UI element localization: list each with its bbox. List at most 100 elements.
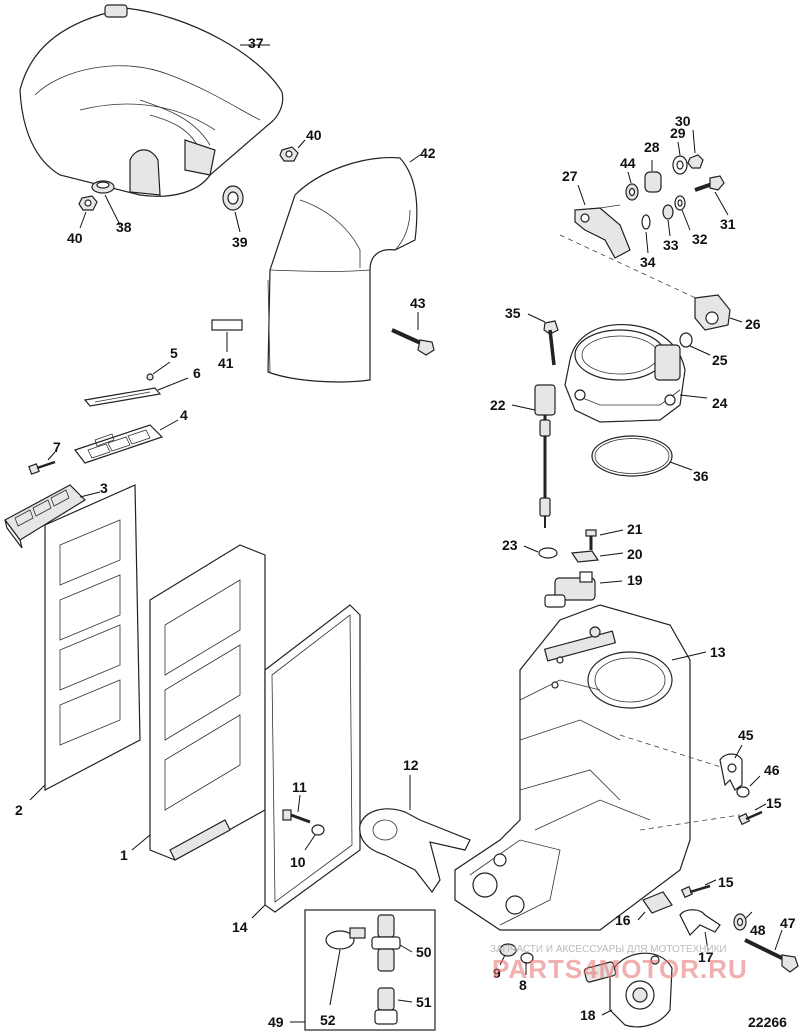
callout-22: 22 — [490, 397, 506, 413]
callout-43: 43 — [410, 295, 426, 311]
callout-52: 52 — [320, 1012, 336, 1028]
part-25-o-ring — [679, 332, 693, 348]
part-7-screw — [28, 460, 56, 475]
part-40-nut-right — [279, 146, 299, 162]
callout-27: 27 — [562, 168, 578, 184]
part-44-washer — [625, 183, 639, 201]
watermark-line2: PARTS4MOTOR.RU — [492, 954, 748, 984]
part-16-clip — [642, 891, 673, 914]
part-13-intake-manifold — [454, 604, 691, 931]
callout-13: 13 — [710, 644, 726, 660]
callout-9: 9 — [493, 965, 501, 981]
callout-24: 24 — [712, 395, 728, 411]
part-4-reed-petals — [74, 424, 164, 464]
part-43-bolt — [391, 328, 435, 356]
callout-39: 39 — [232, 234, 248, 250]
callout-42: 42 — [420, 145, 436, 161]
part-28-spacer — [644, 171, 662, 193]
part-41-decal — [211, 319, 243, 331]
callout-30: 30 — [675, 113, 691, 129]
part-51-fitting — [374, 987, 398, 1025]
callout-51: 51 — [416, 994, 432, 1010]
callout-2: 2 — [15, 802, 23, 818]
part-9-seal — [499, 943, 517, 957]
part-39-grommet — [222, 185, 244, 211]
part-30-nut — [687, 154, 704, 169]
part-24-throttle-body — [564, 323, 686, 423]
part-14-gasket — [264, 604, 361, 913]
watermark-line1: ЗАПЧАСТИ И АКСЕССУАРЫ ДЛЯ МОТОТЕХНИКИ — [490, 944, 727, 955]
part-6-reed-stop — [83, 387, 162, 407]
callout-26: 26 — [745, 316, 761, 332]
callout-40-left: 40 — [67, 230, 83, 246]
part-49-kit — [304, 909, 436, 1031]
part-5-screw — [146, 373, 154, 381]
callout-44: 44 — [620, 155, 636, 171]
part-27-throttle-link — [574, 204, 631, 259]
figure-number: 22266 — [748, 1014, 787, 1030]
callout-19: 19 — [627, 572, 643, 588]
callout-10: 10 — [290, 854, 306, 870]
part-21-screw — [585, 529, 597, 550]
callout-36: 36 — [693, 468, 709, 484]
part-23-o-ring — [538, 547, 558, 559]
callout-33: 33 — [663, 237, 679, 253]
callout-49: 49 — [268, 1014, 284, 1030]
part-45-clip — [719, 753, 743, 791]
callout-23: 23 — [502, 537, 518, 553]
callout-28: 28 — [644, 139, 660, 155]
callout-50: 50 — [416, 944, 432, 960]
part-40-nut-left — [78, 195, 98, 211]
callout-41: 41 — [218, 355, 234, 371]
part-31-bolt — [694, 175, 725, 192]
part-47-bolt — [744, 938, 799, 973]
part-15-screw-lower — [680, 884, 711, 899]
callout-8: 8 — [519, 977, 527, 993]
part-36-gasket — [591, 435, 673, 477]
callout-12: 12 — [403, 757, 419, 773]
callout-14: 14 — [232, 919, 248, 935]
callout-3: 3 — [100, 480, 108, 496]
part-2-gasket — [44, 484, 141, 791]
part-17-clamp — [679, 909, 721, 937]
part-38-grommet — [91, 180, 115, 194]
callout-35: 35 — [505, 305, 521, 321]
callout-31: 31 — [720, 216, 736, 232]
callout-4: 4 — [180, 407, 188, 423]
part-34-seal — [641, 214, 651, 230]
callout-37: 37 — [248, 35, 264, 51]
part-12-bracket — [359, 808, 471, 894]
part-42-air-duct — [267, 157, 418, 383]
part-22-sensor — [534, 384, 556, 528]
part-46-washer — [736, 786, 750, 798]
part-11-bolt — [282, 809, 311, 824]
callout-46: 46 — [764, 762, 780, 778]
callout-11: 11 — [292, 779, 307, 795]
part-52-clamp — [325, 927, 366, 950]
part-48-washer — [733, 913, 747, 931]
callout-20: 20 — [627, 546, 643, 562]
part-1-reed-housing — [149, 544, 266, 861]
callout-25: 25 — [712, 352, 728, 368]
part-15-screw-upper — [737, 810, 763, 826]
callout-7: 7 — [53, 439, 61, 455]
part-20-clip — [570, 550, 600, 563]
part-19-map-sensor — [544, 571, 596, 608]
callout-21: 21 — [627, 521, 643, 537]
callout-47: 47 — [780, 915, 796, 931]
callout-40-right: 40 — [306, 127, 322, 143]
part-3-reed-block — [4, 484, 86, 549]
callout-15-lower: 15 — [718, 874, 734, 890]
callout-16: 16 — [615, 912, 631, 928]
callout-1: 1 — [120, 847, 128, 863]
callout-48: 48 — [750, 922, 766, 938]
callout-38: 38 — [116, 219, 132, 235]
part-29-washer — [672, 155, 688, 175]
part-18-idle-air-actuator — [583, 952, 673, 1028]
part-37-top-cover — [19, 4, 284, 197]
callout-17: 17 — [698, 949, 714, 965]
callout-18: 18 — [580, 1007, 596, 1023]
callout-45: 45 — [738, 727, 754, 743]
part-8-washer — [520, 952, 534, 964]
